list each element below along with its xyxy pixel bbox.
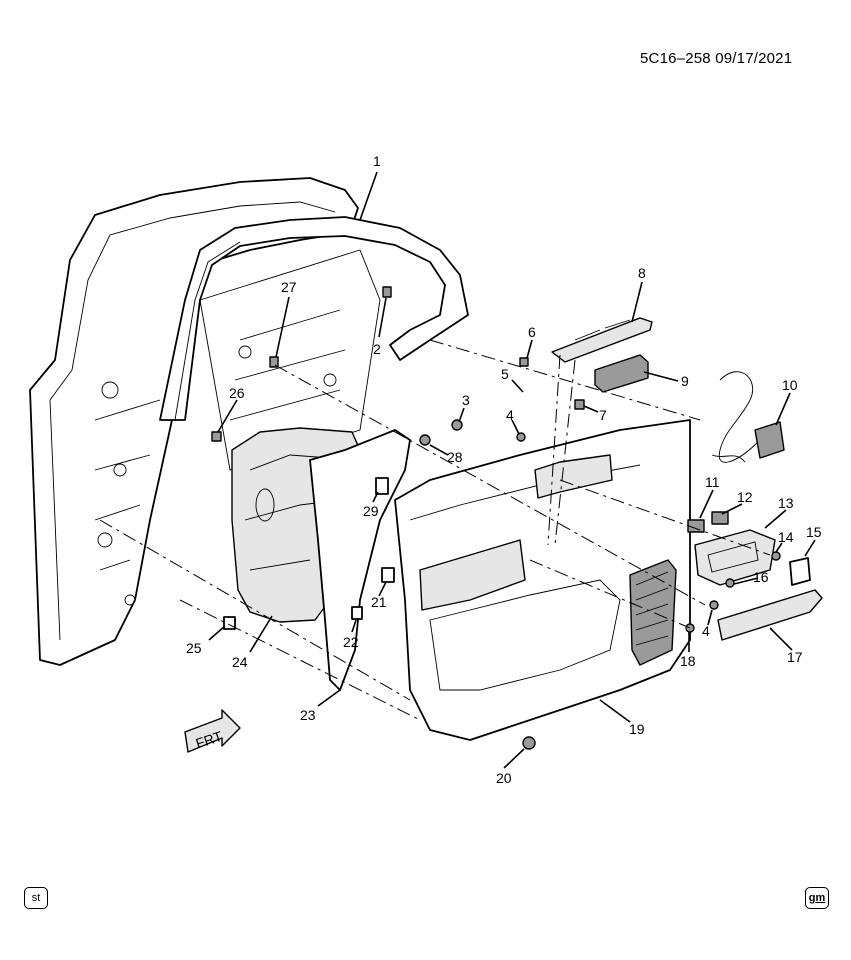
callout-4b: 4 bbox=[702, 623, 710, 639]
callout-16: 16 bbox=[753, 569, 769, 585]
part-13-inside-handle bbox=[694, 529, 776, 586]
callout-4: 4 bbox=[506, 407, 514, 423]
callout-9: 9 bbox=[681, 373, 689, 389]
callout-18: 18 bbox=[680, 653, 696, 669]
callout-27: 27 bbox=[281, 279, 297, 295]
callout-1: 1 bbox=[373, 153, 381, 169]
part-9-window-switch bbox=[594, 354, 649, 393]
callout-28: 28 bbox=[447, 449, 463, 465]
part-1-window-frame bbox=[159, 216, 469, 421]
callout-labels: 1 2 3 4 5 6 7 8 9 10 11 12 13 14 15 16 1… bbox=[186, 153, 822, 786]
leader-lines bbox=[208, 171, 816, 769]
callout-11: 11 bbox=[705, 474, 720, 490]
callout-10: 10 bbox=[782, 377, 798, 393]
callout-6: 6 bbox=[528, 324, 536, 340]
part-15-cover bbox=[789, 557, 811, 586]
callout-26: 26 bbox=[229, 385, 245, 401]
front-direction-arrow: FRT bbox=[184, 709, 241, 753]
callout-19: 19 bbox=[629, 721, 645, 737]
fasteners bbox=[211, 286, 781, 750]
callout-22: 22 bbox=[343, 634, 359, 650]
part-8-switch-bezel bbox=[551, 317, 653, 363]
callout-2: 2 bbox=[373, 341, 381, 357]
callout-13: 13 bbox=[778, 495, 794, 511]
st-badge: st bbox=[24, 887, 48, 909]
callout-24: 24 bbox=[232, 654, 248, 670]
part-10-wiring-harness bbox=[711, 371, 785, 463]
callout-17: 17 bbox=[787, 649, 803, 665]
gm-logo-badge: gm bbox=[805, 887, 829, 909]
callout-23: 23 bbox=[300, 707, 316, 723]
callout-29: 29 bbox=[363, 503, 379, 519]
part-23-bracket bbox=[309, 429, 411, 691]
part-11-12-connectors bbox=[687, 511, 729, 533]
callout-14: 14 bbox=[778, 529, 794, 545]
callout-8: 8 bbox=[638, 265, 646, 281]
callout-3: 3 bbox=[462, 392, 470, 408]
callout-7: 7 bbox=[599, 407, 607, 423]
callout-21: 21 bbox=[371, 594, 387, 610]
callout-20: 20 bbox=[496, 770, 512, 786]
callout-25: 25 bbox=[186, 640, 202, 656]
diagram-reference-code: 5C16–258 09/17/2021 bbox=[640, 50, 793, 67]
part-19-door-trim-panel bbox=[394, 419, 691, 741]
callout-12: 12 bbox=[737, 489, 753, 505]
callout-5: 5 bbox=[501, 366, 509, 382]
callout-15: 15 bbox=[806, 524, 822, 540]
alignment-lines bbox=[99, 339, 771, 721]
part-17-armrest-trim bbox=[717, 589, 823, 641]
door-frame bbox=[29, 177, 381, 666]
